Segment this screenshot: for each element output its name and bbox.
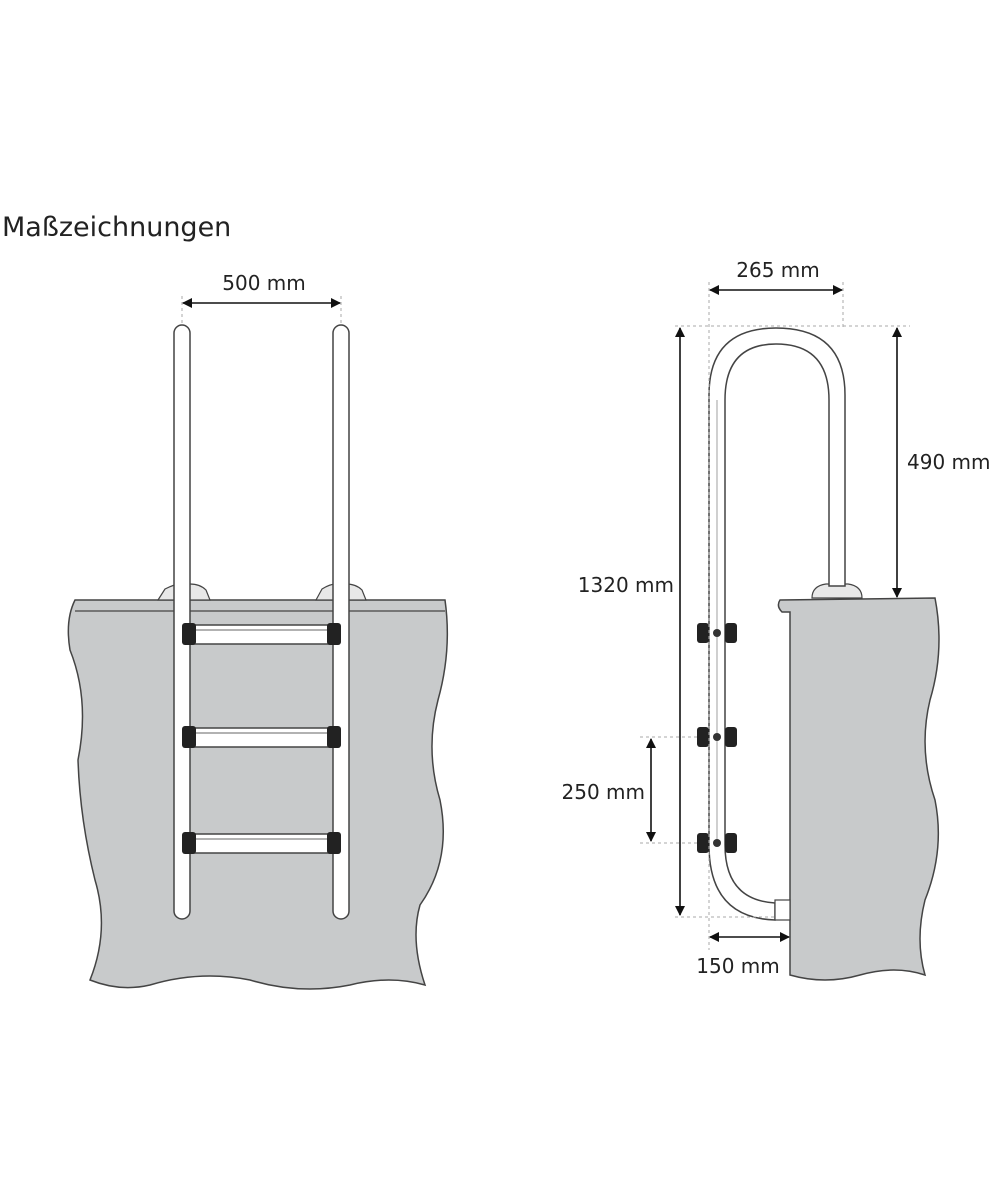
rung (182, 726, 341, 748)
rungs (182, 623, 341, 854)
right-rail (332, 324, 350, 920)
handrail-flange (811, 583, 863, 599)
rung (182, 832, 341, 854)
front-view: 500 mm (67, 271, 449, 990)
pool-wall-front (67, 599, 449, 990)
step-clamp (697, 727, 737, 747)
handrail-height-label: 490 mm (907, 450, 991, 474)
side-view: 265 mm 1320 mm 490 mm 250 mm 150 mm (562, 258, 991, 981)
step-clamps (697, 623, 737, 853)
wall-distance-label: 150 mm (696, 954, 780, 978)
step-clamp (697, 623, 737, 643)
depth-label: 265 mm (736, 258, 820, 282)
pool-wall-side (777, 597, 940, 981)
page-title: Maßzeichnungen (2, 212, 231, 243)
wall-mount (774, 899, 791, 921)
left-rail (173, 324, 191, 920)
width-label: 500 mm (222, 271, 306, 295)
height-label: 1320 mm (578, 573, 674, 597)
rung (182, 623, 341, 645)
step-clamp (697, 833, 737, 853)
step-spacing-label: 250 mm (562, 780, 646, 804)
